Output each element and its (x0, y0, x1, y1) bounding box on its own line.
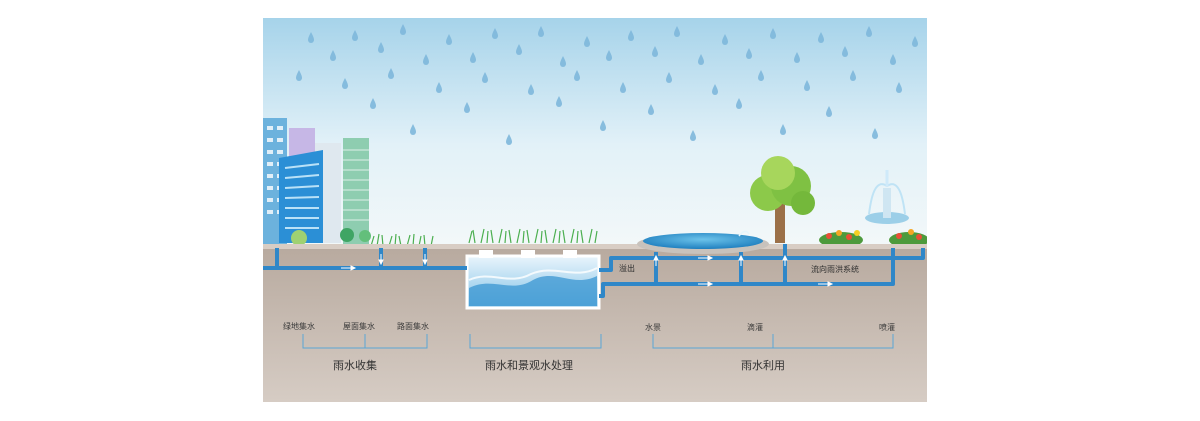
roof-collect-label: 屋面集水 (343, 322, 375, 331)
treatment-tank (465, 250, 601, 310)
sky (263, 18, 927, 248)
rainwater-system-diagram: 溢出 流向雨洪系统 绿地集水 屋面集水 路面集水 水景 滴灌 喷灌 雨水收集 雨… (263, 18, 927, 402)
section-brackets (302, 334, 894, 349)
water-feature-label: 水景 (645, 323, 661, 332)
landscape-pond (637, 230, 769, 254)
diagram-illustration (263, 18, 927, 402)
section-treatment: 雨水和景观水处理 (485, 359, 573, 372)
buildings (263, 118, 371, 258)
flow-arrows (341, 254, 834, 287)
section-utilization: 雨水利用 (741, 359, 785, 372)
section-collection: 雨水收集 (333, 359, 377, 372)
drip-irrigation-label: 滴灌 (747, 323, 763, 332)
overflow-label: 溢出 (619, 264, 635, 273)
fountain (865, 170, 909, 224)
grass-clumps (370, 228, 598, 247)
green-collect-label: 绿地集水 (283, 322, 315, 331)
to-flood-system-label: 流向雨洪系统 (811, 265, 859, 274)
road-collect-label: 路面集水 (397, 322, 429, 331)
pipe-network (263, 244, 925, 298)
spray-irrigation-label: 喷灌 (879, 323, 895, 332)
tree (750, 156, 815, 243)
